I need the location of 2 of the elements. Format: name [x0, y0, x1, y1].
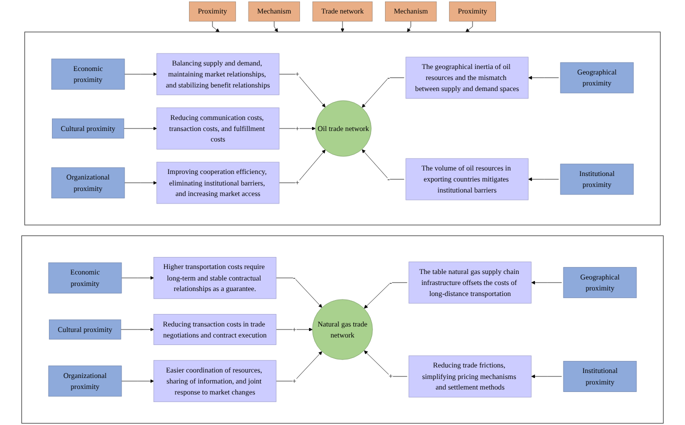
- cluster: [24, 32, 661, 226]
- cluster: [21, 235, 664, 424]
